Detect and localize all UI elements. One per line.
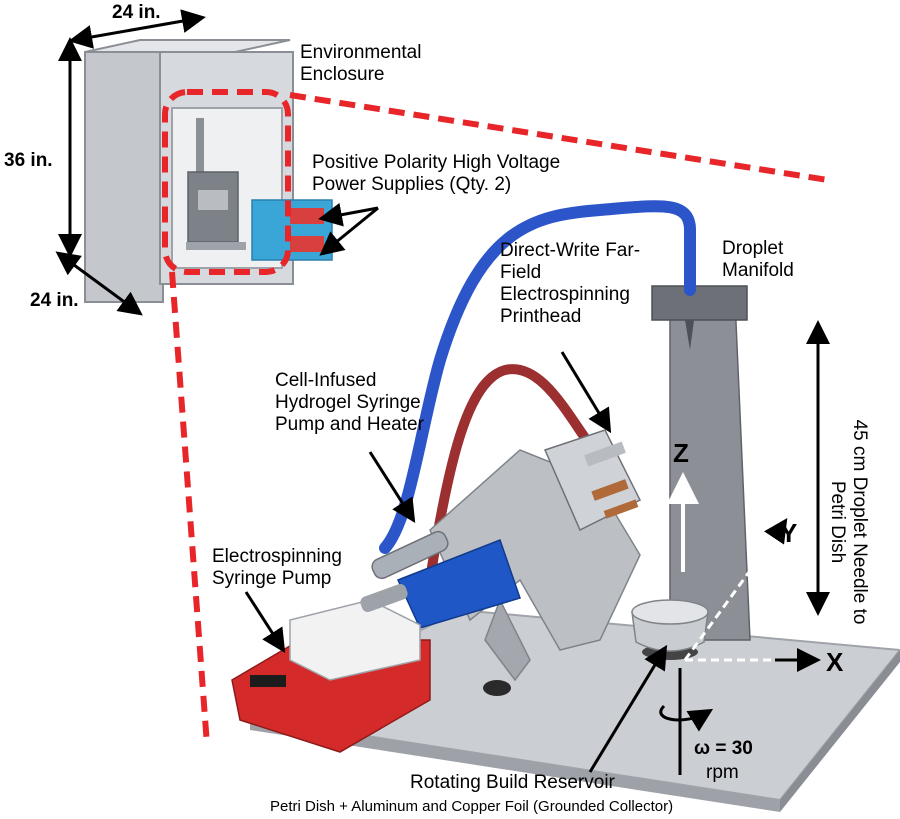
printhead-label-line1: Direct-Write Far- [500,240,641,261]
power-supply-label-line2: Power Supplies (Qty. 2) [312,174,512,195]
power-supply-arrows [318,202,379,256]
enclosure-height-label: 36 in. [4,150,53,171]
droplet-manifold [651,285,748,321]
enclosure-width-label: 24 in. [112,2,161,23]
x-axis-label: X [826,647,844,677]
rotation-speed-value: ω = 30 [694,738,753,759]
rotating-build-reservoir [631,599,709,660]
needle-distance-label: 45 cm Droplet Needle to Petri Dish [827,419,870,625]
printhead-label-line2: Field [500,262,542,283]
power-supply-label-line1: Positive Polarity High Voltage [312,152,561,173]
y-axis-label: Y [780,518,798,548]
manifold-label-line2: Manifold [722,260,794,281]
hydrogel-syringe-pump [371,530,521,629]
enclosure-title-line1: Environmental [300,42,422,63]
tubing [379,200,696,585]
z-axis-label: Z [673,438,689,468]
printhead-label-line3: Electrospinning [500,284,630,305]
enclosure-depth-label: 24 in. [30,290,79,311]
electrospinning-printhead [543,429,642,532]
leader-arrows [244,320,830,773]
enclosure-dimension-arrows [55,9,206,316]
collector-footnote: Petri Dish + Aluminum and Copper Foil (G… [270,798,674,815]
hydrogel-pump-label-line1: Cell-Infused [275,370,377,391]
electrospinning-syringe-pump [231,583,431,753]
es-pump-label-line1: Electrospinning [212,546,342,567]
droplet-manifold-column [651,285,751,641]
callout-dashed-outline [162,89,829,746]
manifold-label-line1: Droplet [722,238,784,259]
rotation-speed-unit: rpm [706,762,739,783]
es-pump-label-line2: Syringe Pump [212,568,332,589]
coordinate-axes [659,472,821,775]
hydrogel-pump-label-line2: Hydrogel Syringe [275,392,421,413]
reservoir-label: Rotating Build Reservoir [410,772,615,793]
printhead-label-line4: Printhead [500,306,582,327]
hydrogel-pump-label-line3: Pump and Heater [275,414,424,435]
environmental-enclosure [84,39,333,303]
enclosure-title-line2: Enclosure [300,64,385,85]
